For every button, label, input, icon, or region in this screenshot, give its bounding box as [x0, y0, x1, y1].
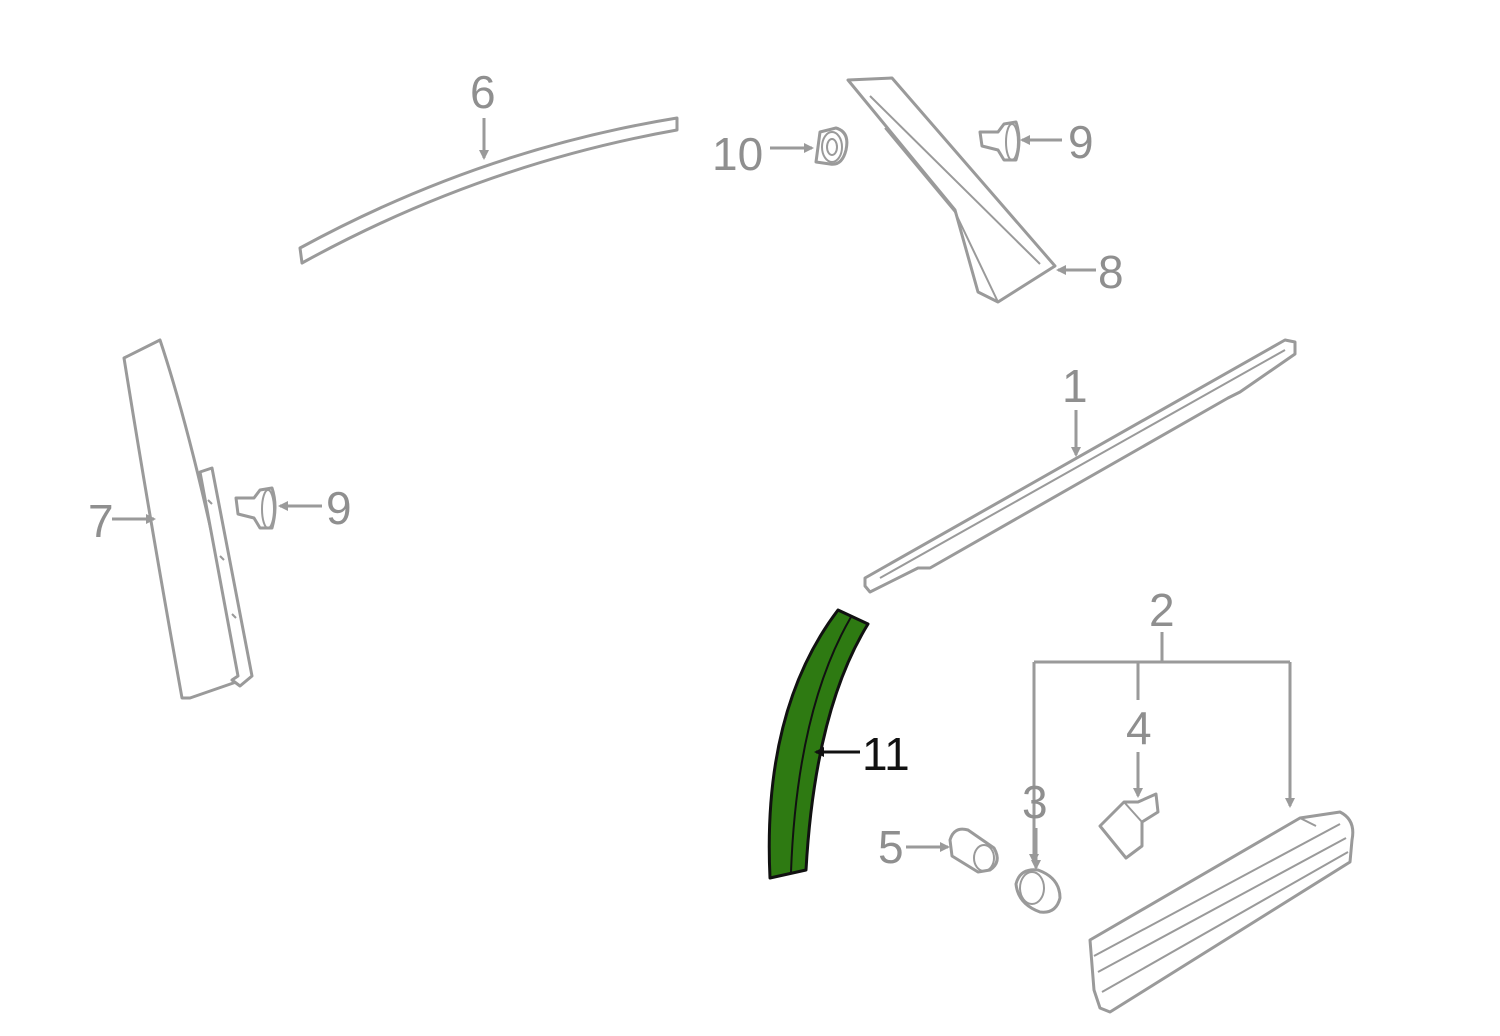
- part-10-grommet[interactable]: [814, 126, 849, 166]
- label-9-lower: 9: [326, 482, 352, 534]
- part-6-roof-molding[interactable]: [298, 116, 679, 265]
- label-6: 6: [470, 66, 496, 118]
- label-2: 2: [1149, 584, 1175, 636]
- part-1-belt-molding[interactable]: [863, 338, 1297, 594]
- label-5: 5: [878, 821, 904, 873]
- leader-2-bracket: [1029, 632, 1295, 864]
- label-3: 3: [1022, 776, 1048, 828]
- part-4-bracket-clip[interactable]: [1098, 792, 1160, 860]
- part-9-clip-upper[interactable]: [978, 120, 1021, 162]
- label-8: 8: [1098, 246, 1124, 298]
- label-4: 4: [1126, 702, 1152, 754]
- part-3-plug[interactable]: [1014, 868, 1062, 914]
- part-11-weatherstrip-highlighted[interactable]: [767, 608, 870, 880]
- label-1: 1: [1062, 360, 1088, 412]
- label-9-upper: 9: [1068, 116, 1094, 168]
- part-7-pillar-garnish[interactable]: [122, 338, 254, 700]
- part-9-clip-lower[interactable]: [234, 486, 277, 530]
- part-5-cap[interactable]: [948, 827, 999, 874]
- label-11: 11: [862, 728, 910, 780]
- label-10: 10: [712, 128, 763, 180]
- label-7: 7: [88, 495, 114, 547]
- part-2-side-molding[interactable]: [1088, 810, 1355, 1014]
- part-8-pillar-applique[interactable]: [846, 76, 1057, 304]
